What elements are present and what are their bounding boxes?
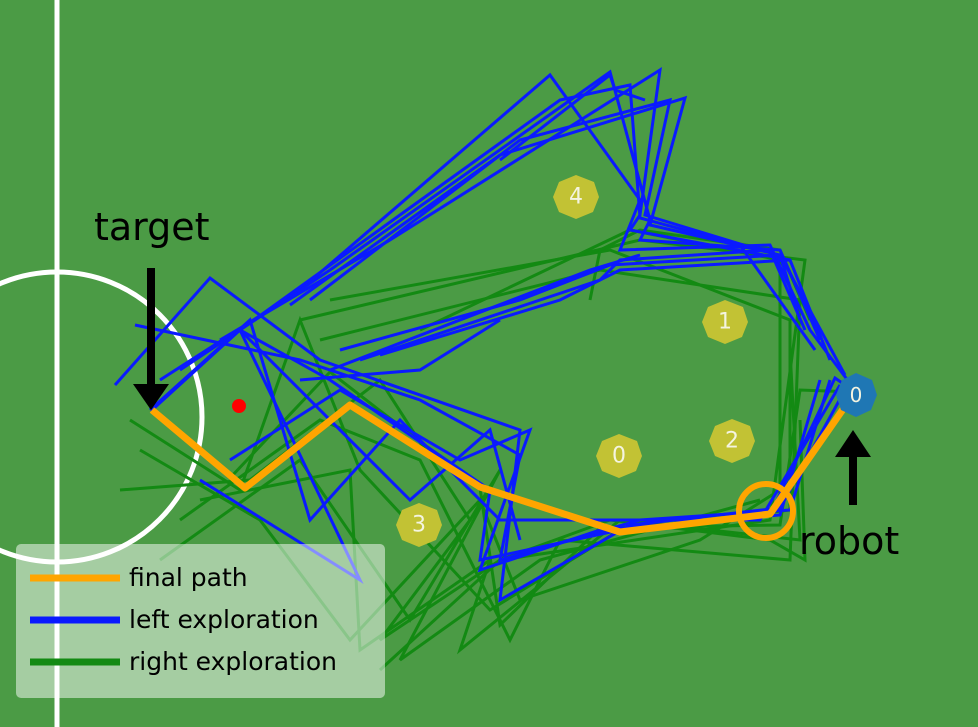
left-exploration-line	[150, 328, 856, 562]
obstacle-1-shape	[702, 300, 748, 344]
right-exploration-line	[378, 419, 807, 672]
left-exploration-line	[499, 72, 646, 162]
target-annotation: target	[94, 205, 210, 410]
robot-arrow-icon	[835, 430, 871, 457]
target-label: target	[94, 205, 210, 249]
right-exploration-line	[179, 268, 802, 644]
legend-item-left-exploration: left exploration	[30, 605, 319, 634]
obstacle-1: 1	[702, 300, 748, 344]
legend-item-right-exploration: right exploration	[30, 647, 337, 676]
robot-annotation: robot	[799, 430, 899, 563]
obstacle-3: 3	[396, 503, 442, 547]
obstacle-2-shape	[709, 419, 755, 463]
obstacles: 0 1 2 3 4	[396, 175, 755, 547]
obstacle-4-label: 4	[569, 185, 583, 210]
legend-item-final-path: final path	[30, 563, 248, 592]
legend-label: left exploration	[129, 605, 319, 634]
waypoint-ring	[736, 481, 796, 541]
left-exploration-line	[329, 253, 641, 372]
obstacle-4-shape	[553, 175, 599, 219]
legend: final path left exploration right explor…	[16, 544, 385, 698]
left-exploration-line	[309, 97, 761, 302]
left-exploration-line	[159, 72, 857, 391]
left-exploration-line	[299, 318, 501, 382]
obstacle-4: 4	[553, 175, 599, 219]
obstacle-3-label: 3	[412, 513, 426, 538]
center-circle	[0, 269, 205, 565]
obstacle-0: 0	[596, 434, 642, 478]
left-exploration-line	[289, 95, 847, 376]
legend-label: final path	[129, 563, 248, 592]
legend-label: right exploration	[129, 647, 337, 676]
obstacle-0-label: 0	[612, 444, 626, 469]
robot-label: robot	[799, 519, 899, 563]
obstacle-3-shape	[396, 503, 442, 547]
robot-marker: 0	[836, 373, 877, 417]
obstacle-2: 2	[709, 419, 755, 463]
target-arrow-icon	[133, 384, 169, 410]
left-exploration-line	[359, 248, 807, 362]
final-path-line	[149, 389, 858, 536]
obstacle-2-label: 2	[725, 429, 739, 454]
left-exploration-line	[379, 258, 791, 357]
robot-label: 0	[850, 383, 863, 407]
robot-shape	[836, 373, 877, 417]
obstacle-0-shape	[596, 434, 642, 478]
obstacle-1-label: 1	[718, 310, 732, 335]
target-point	[232, 399, 246, 413]
